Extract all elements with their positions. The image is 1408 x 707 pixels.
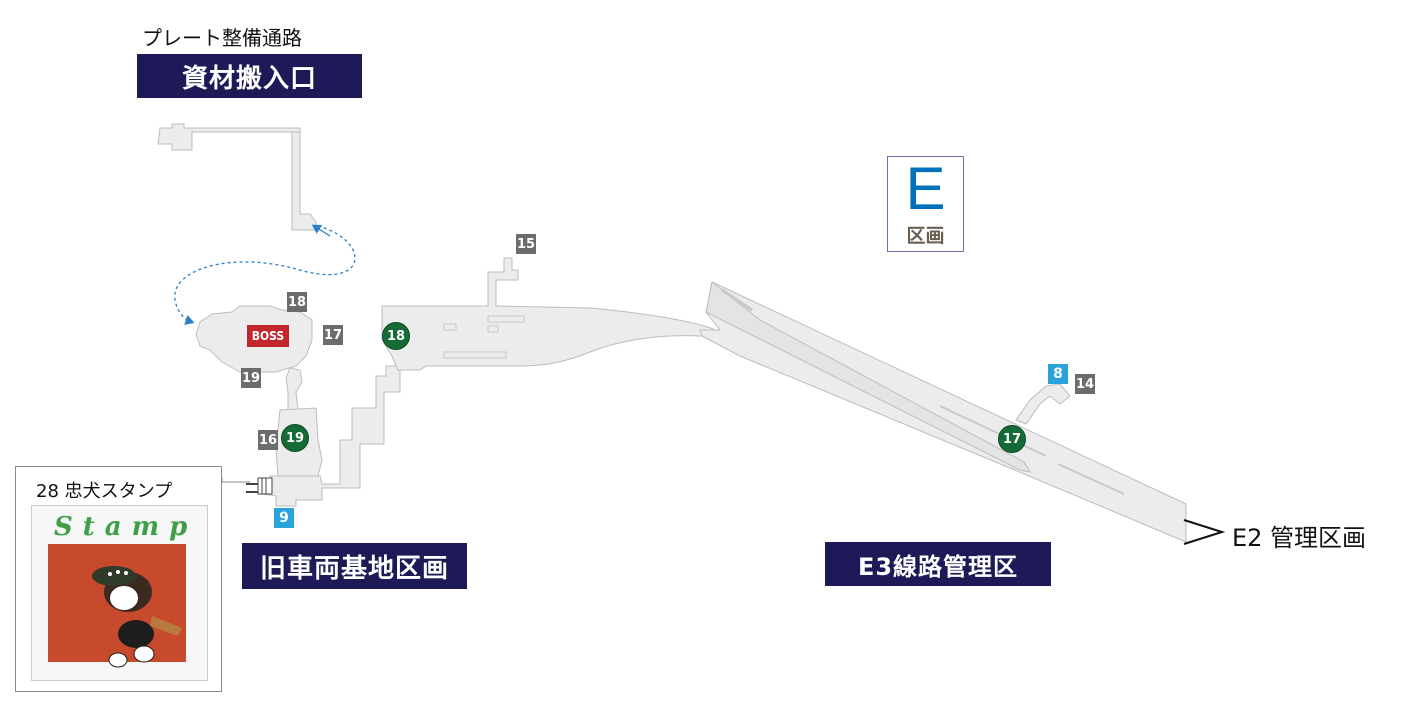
green-marker-17[interactable]: 17 [998, 425, 1026, 453]
marker-8[interactable]: 8 [1048, 364, 1068, 384]
marker-14[interactable]: 14 [1075, 374, 1095, 394]
stamp-image: Stamp [31, 505, 208, 681]
e3-track-banner: E3線路管理区 [825, 542, 1051, 586]
branch-14 [1015, 383, 1071, 425]
marker-16[interactable]: 16 [258, 430, 278, 450]
corridor-lower [261, 365, 401, 507]
marker-17[interactable]: 17 [323, 325, 343, 345]
boss-marker[interactable]: BOSS [247, 325, 289, 347]
area-label: 区画 [906, 225, 945, 247]
marker-9[interactable]: 9 [274, 508, 294, 528]
stamp-caption: 28 忠犬スタンプ [36, 481, 173, 502]
marker-18[interactable]: 18 [287, 292, 307, 312]
exit-arrow [1183, 519, 1226, 545]
old-depot-banner: 旧車両基地区画 [242, 543, 467, 589]
area-e-marker: E 区画 [887, 156, 964, 252]
exit-e2-label[interactable]: E2 管理区画 [1232, 524, 1367, 552]
marker-19[interactable]: 19 [241, 368, 261, 388]
area-letter: E [905, 155, 946, 222]
stamp-callout: 28 忠犬スタンプ Stamp [15, 466, 222, 692]
corridor-supply-down [291, 131, 317, 231]
route-dashed [174, 225, 356, 325]
green-marker-19[interactable]: 19 [281, 424, 309, 452]
green-marker-18[interactable]: 18 [382, 322, 410, 350]
hall-18 [381, 257, 722, 371]
corridor-boss-down [285, 367, 303, 411]
marker-15[interactable]: 15 [516, 234, 536, 254]
corridor-supply [157, 123, 301, 151]
supply-entrance-banner: 資材搬入口 [137, 54, 362, 98]
stamp-title: Stamp [54, 512, 198, 542]
plate-maintenance-caption: プレート整備通路 [142, 26, 302, 50]
dog-icon [92, 566, 182, 668]
track-main [699, 281, 1187, 543]
